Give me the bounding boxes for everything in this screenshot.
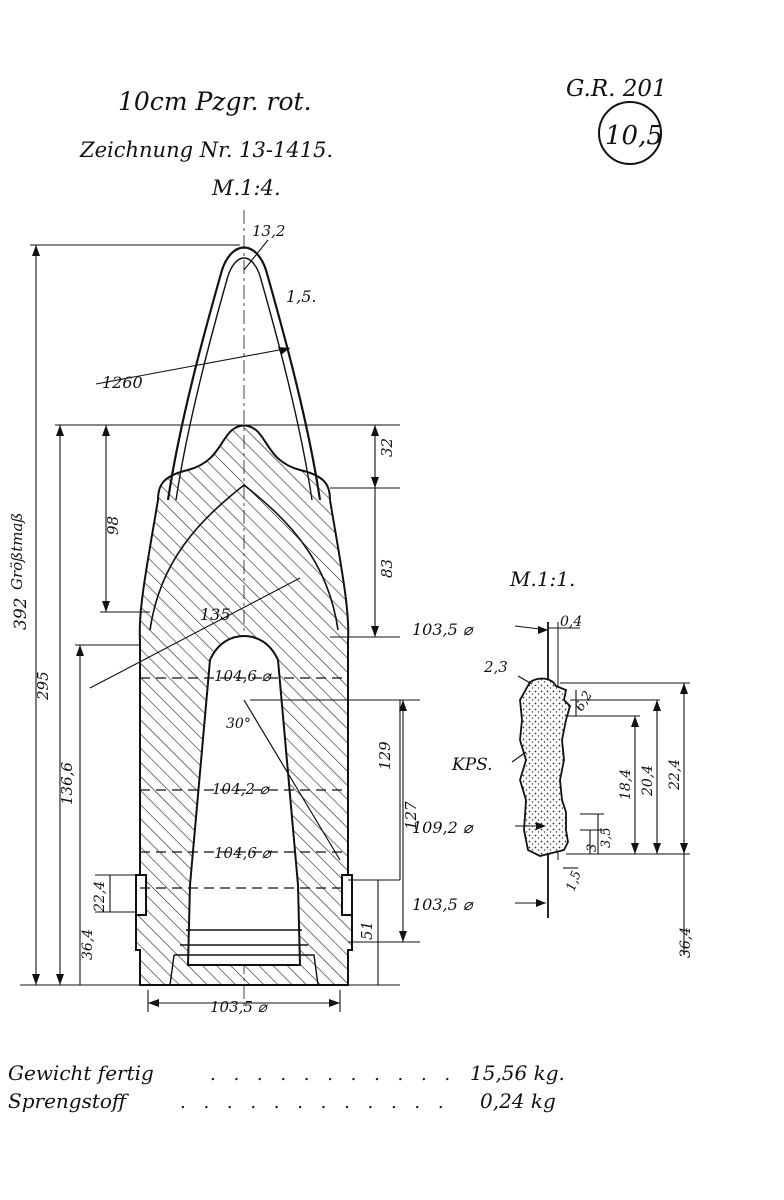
drawing-number: Zeichnung Nr. 13-1415.	[79, 138, 333, 162]
driving-band-right	[341, 874, 353, 916]
detail-dim-35: 3,5	[599, 827, 614, 848]
weight-dots: . . . . . . . . . . .	[210, 1064, 456, 1085]
label-band-width: 22,4	[92, 881, 108, 913]
drawing-title: 10cm Pzgr. rot.	[118, 87, 312, 116]
detail-dim-184: 18,4	[618, 769, 634, 800]
detail-dia-bottom: 103,5 ⌀	[412, 895, 474, 914]
label-overall-length-note: Größtmaß	[8, 513, 26, 590]
windshield-cap-inner	[175, 257, 313, 501]
label-dim-32: 32	[378, 438, 396, 457]
windshield-cap	[166, 246, 322, 501]
label-bore-mid: 104,2 ⌀	[212, 780, 271, 798]
penetrator-cap-outline	[149, 483, 339, 631]
driving-band-detail: M.1:1.	[412, 567, 694, 958]
label-dim-83: 83	[378, 559, 396, 578]
label-wall: 1,5.	[286, 287, 317, 306]
label-dim-129: 129	[376, 741, 394, 770]
detail-scale-label: M.1:1.	[509, 567, 575, 591]
reference-code: G.R. 201	[566, 76, 667, 102]
detail-kps: KPS.	[451, 755, 493, 775]
explosive-cavity	[186, 634, 302, 966]
detail-dim-204: 20,4	[640, 765, 656, 797]
caliber-badge: 10,5	[605, 121, 663, 151]
label-nose-height: 98	[104, 516, 122, 535]
cavity-angle-line	[243, 699, 341, 861]
explosive-dots: . . . . . . . . . . . .	[180, 1092, 450, 1113]
detail-band-profile	[519, 677, 572, 857]
label-ogive-radius-inner: 135	[200, 605, 231, 624]
main-dimensions	[20, 239, 420, 1012]
label-ogive-radius: 1260	[102, 373, 143, 392]
label-band-pos: 36,4	[80, 929, 96, 960]
label-base-dia: 103,5 ⌀	[210, 998, 269, 1016]
main-scale-label: M.1:4.	[211, 176, 281, 200]
label-cavity-angle: 30°	[226, 716, 251, 732]
detail-dim-04: 0,4	[560, 614, 582, 630]
caliber-badge-circle	[598, 101, 662, 165]
detail-dia-top: 103,5 ⌀	[412, 620, 474, 639]
base-recess	[169, 929, 319, 986]
label-bore-low: 104,6 ⌀	[214, 844, 273, 862]
projectile-section-view	[135, 210, 353, 1010]
main-dimension-labels: 13,2 1,5. 1260 135 32 83 98 392 Größtmaß…	[8, 222, 420, 1016]
weight-label: Gewicht fertig	[8, 1061, 154, 1085]
detail-dim-224: 22,4	[667, 759, 683, 791]
detail-dia-band: 109,2 ⌀	[412, 818, 474, 837]
explosive-label: Sprengstoff	[8, 1089, 130, 1113]
label-tip-radius: 13,2	[252, 222, 285, 240]
label-dim-127: 127	[402, 801, 420, 830]
label-dim-51: 51	[358, 921, 376, 940]
driving-band-left	[135, 874, 147, 916]
detail-dim-3: 3	[585, 844, 600, 852]
detail-dim-23: 2,3	[483, 658, 508, 676]
label-bore-top: 104,6 ⌀	[214, 667, 273, 685]
explosive-value: 0,24 kg	[480, 1089, 556, 1113]
label-overall-length: 392	[11, 598, 31, 630]
label-cavity-depth: 136,6	[58, 762, 76, 805]
arrowheads	[32, 245, 407, 1007]
specification-block: Gewicht fertig . . . . . . . . . . . 15,…	[8, 1061, 565, 1113]
label-body-length: 295	[34, 671, 52, 701]
detail-dim-15: 1,5	[564, 869, 585, 894]
detail-dim-364: 36,4	[678, 927, 694, 958]
weight-value: 15,56 kg.	[470, 1061, 565, 1085]
